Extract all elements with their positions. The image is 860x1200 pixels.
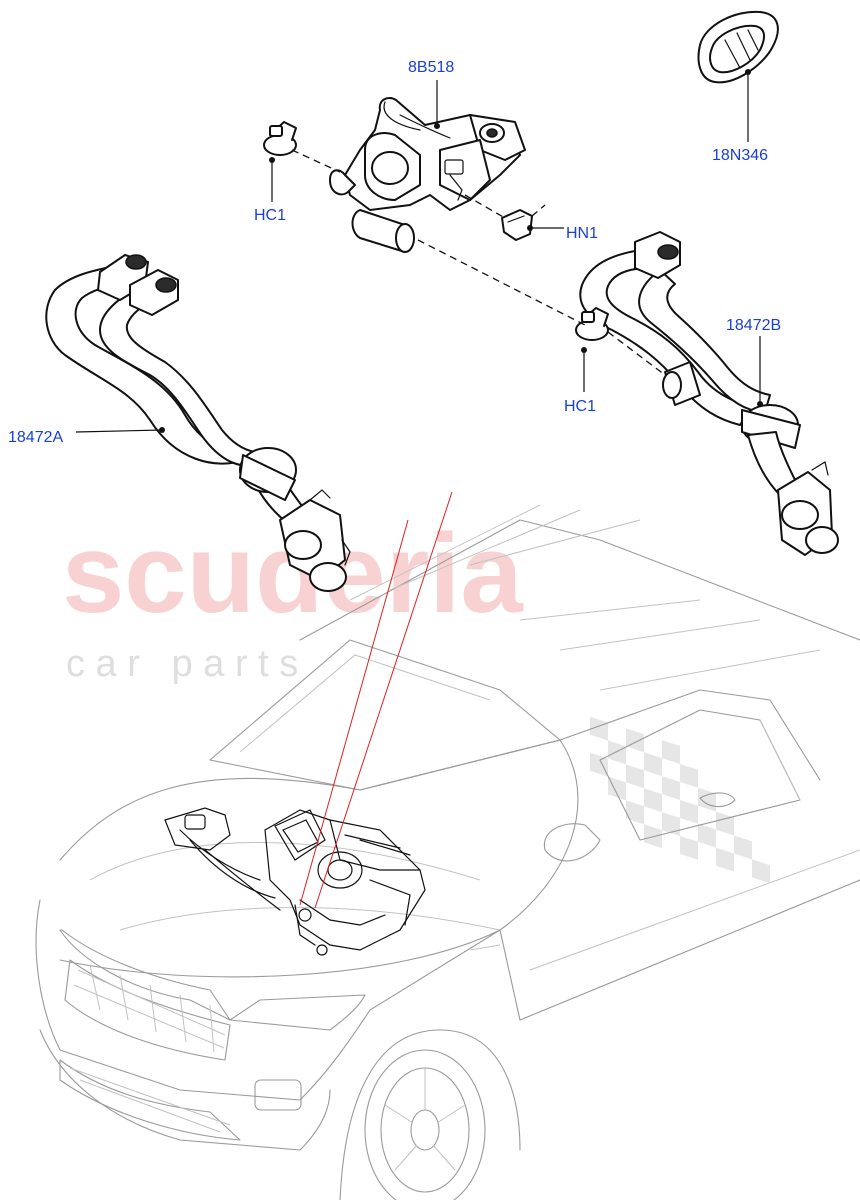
watermark-tagline: c a r p a r t s	[66, 643, 298, 685]
locator-line-2	[314, 491, 453, 909]
callout-grommet-18n346: 18N346	[712, 147, 768, 164]
hose-18472b[interactable]	[579, 231, 839, 556]
hvac-assembly	[164, 807, 426, 956]
callout-hose-18472a: 18472A	[8, 429, 63, 446]
assembly-line-pump-to-nut	[464, 194, 506, 219]
callout-clip-hc1-top: HC1	[254, 207, 286, 224]
hose-18472a[interactable]	[45, 254, 351, 592]
leader-dot-hose-nut-hn1	[527, 225, 533, 231]
grommet-18n346[interactable]	[697, 10, 779, 84]
callout-clip-hc1-right: HC1	[564, 398, 596, 415]
assembly-line-nut-to-hose	[531, 204, 546, 217]
leader-dot-hose-18472a	[159, 427, 165, 433]
coolant-pump-8b518[interactable]	[329, 97, 526, 253]
hose-clip-hc1-right[interactable]	[575, 307, 609, 341]
assembly-line-pump-to-hose	[417, 239, 586, 326]
callout-hose-18472b: 18472B	[726, 317, 781, 334]
hose-clip-hc1-top[interactable]	[263, 121, 297, 156]
hose-nut-hn1[interactable]	[501, 209, 533, 241]
leader-dot-clip-hc1-top	[269, 157, 275, 163]
checkered-flag-watermark	[590, 716, 770, 884]
leader-dot-pump-8b518	[434, 123, 440, 129]
callout-pump-8b518: 8B518	[408, 59, 454, 76]
callout-hose-nut-hn1: HN1	[566, 225, 598, 242]
leader-dot-clip-hc1-right	[581, 347, 587, 353]
leader-dot-hose-18472b	[757, 401, 763, 407]
locator-line-1	[299, 519, 409, 906]
leader-dot-grommet-18n346	[745, 69, 751, 75]
assembly-line-clip-to-pump	[291, 149, 341, 173]
leader-hose-18472a	[75, 429, 163, 433]
